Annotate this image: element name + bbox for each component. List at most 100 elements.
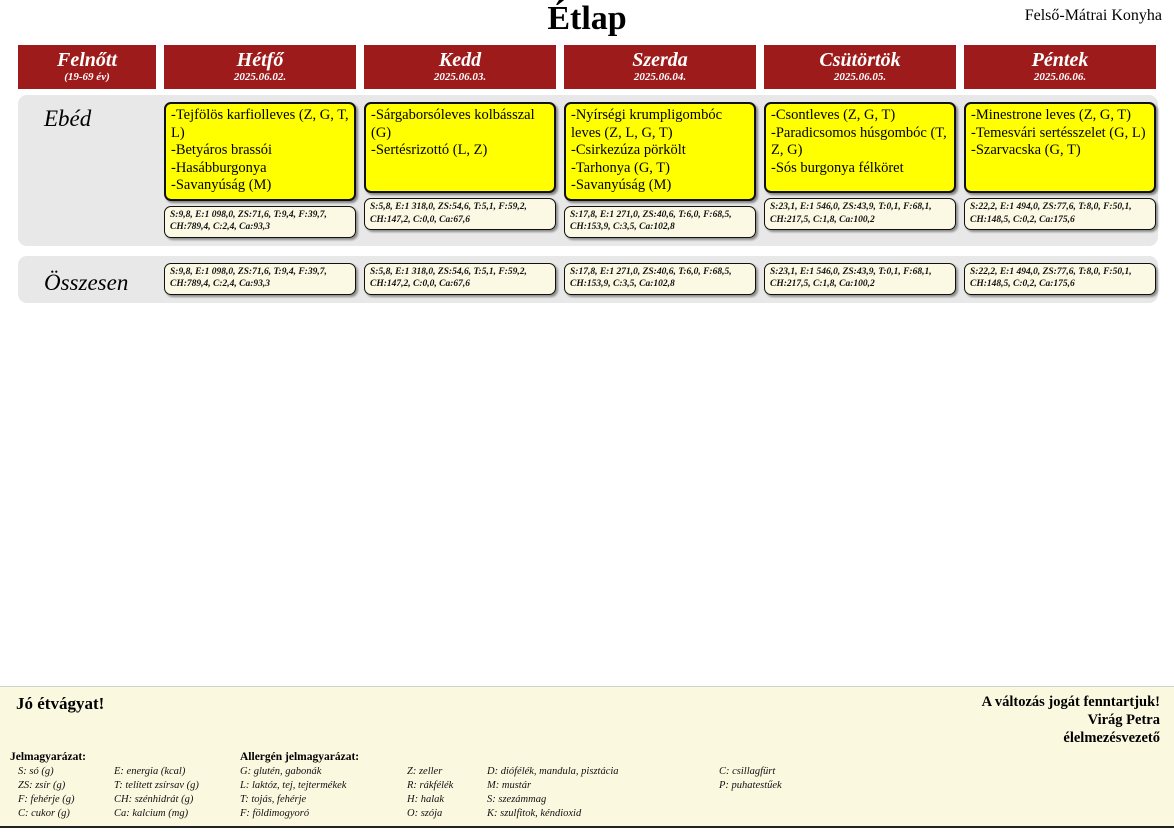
meal-cell-monday: -Tejfölös karfiolleves (Z, G, T, L)-Bety… [164,102,356,238]
nutrition-values: S:5,8, E:1 318,0, ZS:54,6, T:5,1, F:59,2… [364,198,556,230]
legend-item: P: puhatestűek [719,780,782,791]
nutrition-values: S:5,8, E:1 318,0, ZS:54,6, T:5,1, F:59,2… [364,262,556,295]
nutrition-values: S:9,8, E:1 098,0, ZS:71,6, T:9,4, F:39,7… [164,262,356,295]
dish-line: -Betyáros brassói [171,142,273,158]
legend-item: G: glutén, gabonák [240,766,322,777]
legend-item: Z: zeller [407,766,443,777]
footer-top: Jó étvágyat! A változás jogát fenntartju… [0,687,1174,747]
rights-line-3: élelmezésvezető [1063,730,1160,746]
day-date: 2025.06.02. [233,71,287,83]
rights-line-1: A változás jogát fenntartjuk! [981,694,1160,710]
allergen-legend: Allergén jelmagyarázat: G: glutén, gabon… [232,751,831,821]
day-header-row: Felnőtt (19-69 év) Hétfő 2025.06.02. Ked… [18,45,1158,89]
legend-item: L: laktóz, tej, tejtermékek [240,780,347,791]
dish-line: -Minestrone leves (Z, G, T) [971,107,1131,123]
page-header: Étlap Felső-Mátrai Konyha [0,0,1174,40]
legend-item: CH: szénhidrát (g) [114,794,194,805]
nutrition-values: S:17,8, E:1 271,0, ZS:40,6, T:6,0, F:68,… [564,262,756,295]
legend-item: D: diófélék, mandula, pisztácia [487,766,619,777]
nutrition-legend-col-2: E: energia (kcal) T: telített zsírsav (g… [106,765,202,821]
dish-line: -Nyírségi krumpligombóc leves (Z, L, G, … [571,107,723,141]
day-name: Szerda [632,49,688,71]
allergen-legend-col-1: G: glutén, gabonák L: laktóz, tej, tejte… [232,765,399,821]
nutrition-values: S:22,2, E:1 494,0, ZS:77,6, T:8,0, F:50,… [964,198,1156,230]
dish-line: -Csontleves (Z, G, T) [771,107,896,123]
allergen-legend-col-3: D: diófélék, mandula, pisztácia M: mustá… [479,765,711,821]
meal-cell-friday: -Minestrone leves (Z, G, T)-Temesvári se… [964,102,1156,238]
nutrition-legend: Jelmagyarázat: S: só (g) ZS: zsír (g) F:… [10,751,232,821]
dish-list: -Tejfölös karfiolleves (Z, G, T, L)-Bety… [164,102,356,201]
meal-cell-wednesday: -Nyírségi krumpligombóc leves (Z, L, G, … [564,102,756,238]
dish-line: -Temesvári sertésszelet (G, L) [971,124,1146,141]
nutrition-values: S:17,8, E:1 271,0, ZS:40,6, T:6,0, F:68,… [564,205,756,238]
nutrition-legend-col-1: S: só (g) ZS: zsír (g) F: fehérje (g) C:… [10,765,106,821]
legend-item: Ca: kalcium (mg) [114,808,189,819]
legend-item: S: szezámmag [487,794,547,805]
bon-appetit-text: Jó étvágyat! [16,694,105,713]
day-date: 2025.06.03. [433,71,487,83]
day-name: Péntek [1031,49,1089,71]
meal-row-label: Ebéd [44,106,92,131]
day-name: Csütörtök [819,49,901,71]
day-date: 2025.06.04. [633,71,687,83]
header-cell-tuesday: Kedd 2025.06.03. [364,45,556,89]
header-cell-thursday: Csütörtök 2025.06.05. [764,45,956,89]
header-cell-monday: Hétfő 2025.06.02. [164,45,356,89]
legend-item: R: rákfélék [407,780,454,791]
meal-cell-tuesday: -Sárgaborsóleves kolbásszal (G)-Sertésri… [364,102,556,238]
nutrition-values: S:22,2, E:1 494,0, ZS:77,6, T:8,0, F:50,… [964,262,1156,295]
legend-item: E: energia (kcal) [114,766,186,777]
totals-cell-monday: S:9,8, E:1 098,0, ZS:71,6, T:9,4, F:39,7… [164,262,356,296]
meal-row-lunch: Ebéd -Tejfölös karfiolleves (Z, G, T, L)… [18,95,1158,246]
day-name: Kedd [438,49,482,71]
legend-item: T: telített zsírsav (g) [114,780,199,791]
legend-item: F: fehérje (g) [18,794,75,805]
dish-list: -Sárgaborsóleves kolbásszal (G)-Sertésri… [364,102,556,193]
dish-line: -Sertésrizottó (L, Z) [371,142,488,158]
legend-item: S: só (g) [18,766,54,777]
legend-item: M: mustár [487,780,532,791]
totals-row: Összesen S:9,8, E:1 098,0, ZS:71,6, T:9,… [18,255,1158,303]
legend-item: K: szulfitok, kéndioxid [487,808,582,819]
legend-item: T: tojás, fehérje [240,794,307,805]
legend-area: Jelmagyarázat: S: só (g) ZS: zsír (g) F:… [10,751,1160,821]
meal-cell-thursday: -Csontleves (Z, G, T)-Paradicsomos húsgo… [764,102,956,238]
header-cell-wednesday: Szerda 2025.06.04. [564,45,756,89]
legend-item: ZS: zsír (g) [18,780,66,791]
allergen-legend-col-2: Z: zeller R: rákfélék H: halak O: szója [399,765,479,821]
nutrition-values: S:9,8, E:1 098,0, ZS:71,6, T:9,4, F:39,7… [164,205,356,238]
dish-line: -Szarvacska (G, T) [971,142,1081,158]
audience-age-range: (19-69 év) [64,71,110,83]
dish-line: -Tarhonya (G, T) [571,159,670,176]
page-footer: Jó étvágyat! A változás jogát fenntartju… [0,686,1174,828]
dish-line: -Savanyúság (M) [171,177,272,193]
dish-line: -Sárgaborsóleves kolbásszal (G) [371,107,535,141]
header-cell-friday: Péntek 2025.06.06. [964,45,1156,89]
legend-item: H: halak [407,794,445,805]
totals-cell-tuesday: S:5,8, E:1 318,0, ZS:54,6, T:5,1, F:59,2… [364,262,556,296]
menu-grid: Felnőtt (19-69 év) Hétfő 2025.06.02. Ked… [18,45,1158,303]
dish-list: -Minestrone leves (Z, G, T)-Temesvári se… [964,102,1156,193]
dish-line: -Tejfölös karfiolleves (Z, G, T, L) [171,107,349,141]
header-cell-audience: Felnőtt (19-69 év) [18,45,156,89]
day-date: 2025.06.06. [1033,71,1087,83]
rights-notice: A változás jogát fenntartjuk! Virág Petr… [982,693,1160,747]
totals-cell-thursday: S:23,1, E:1 546,0, ZS:43,9, T:0,1, F:68,… [764,262,956,296]
legend-item: F: földimogyoró [240,808,310,819]
totals-cell-friday: S:22,2, E:1 494,0, ZS:77,6, T:8,0, F:50,… [964,262,1156,296]
nutrition-legend-title: Jelmagyarázat: [10,751,86,763]
dish-line: -Csirkezúza pörkölt [571,142,686,158]
kitchen-name: Felső-Mátrai Konyha [1024,7,1162,24]
dish-line: -Hasábburgonya [171,159,267,176]
dish-line: -Savanyúság (M) [571,177,672,193]
legend-item: C: cukor (g) [18,808,70,819]
legend-item: O: szója [407,808,443,819]
legend-item: C: csillagfürt [719,766,776,777]
audience-name: Felnőtt [56,49,117,71]
nutrition-values: S:23,1, E:1 546,0, ZS:43,9, T:0,1, F:68,… [764,198,956,230]
dish-line: -Paradicsomos húsgombóc (T, Z, G) [771,124,947,159]
totals-cell-wednesday: S:17,8, E:1 271,0, ZS:40,6, T:6,0, F:68,… [564,262,756,296]
day-name: Hétfő [236,49,284,71]
dish-list: -Csontleves (Z, G, T)-Paradicsomos húsgo… [764,102,956,193]
